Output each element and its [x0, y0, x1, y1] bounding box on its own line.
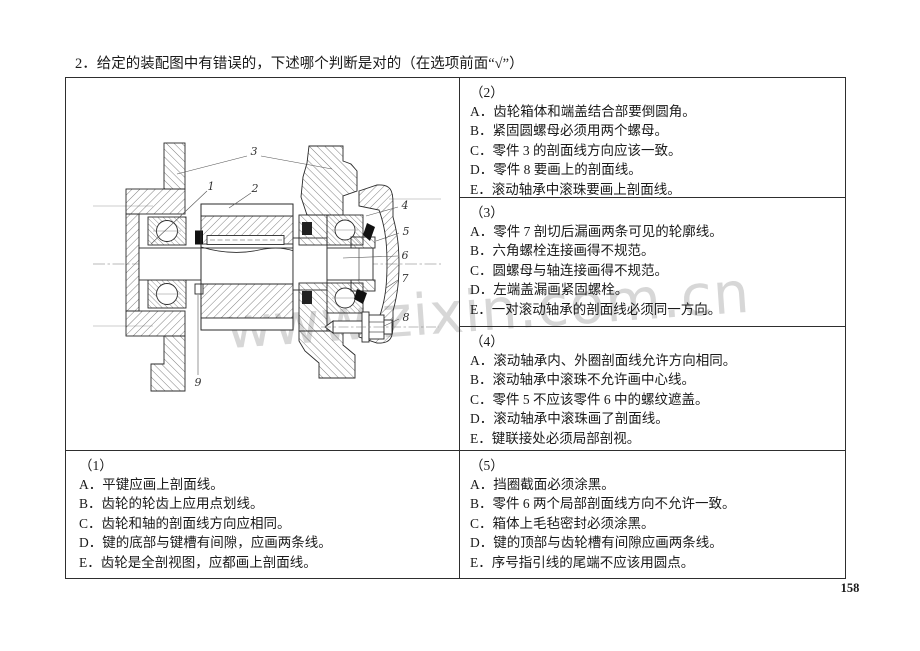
question-title: 2．给定的装配图中有错误的，下述哪个判断是对的（在选项前面“√”） [75, 56, 524, 72]
question-1-option-a: A．平键应画上剖面线。 [79, 477, 224, 492]
question-1-header: （1） [79, 458, 113, 473]
part-label-1: 1 [208, 180, 215, 193]
question-2-cell: （2） A．齿轮箱体和端盖结合部要倒圆角。 B．紧固圆螺母必须用两个螺母。 C．… [459, 78, 845, 197]
part-label-7: 7 [402, 272, 409, 285]
question-5-option-c: C．箱体上毛毡密封必须涂黑。 [470, 515, 655, 531]
question-3-option-d: D．左端盖漏画紧固螺栓。 [470, 282, 629, 298]
question-4-option-b: B．滚动轴承中滚珠不允许画中心线。 [470, 372, 696, 388]
question-5-option-b: B．零件 6 两个局部剖面线方向不允许一致。 [470, 496, 736, 512]
answers-table: 1 2 3 4 5 6 7 8 9 （2） A．齿轮箱体和端盖结合部要倒圆角。 … [65, 77, 846, 579]
question-5-option-e: E．序号指引线的尾端不应该用圆点。 [470, 554, 695, 570]
question-3-option-e: E．一对滚动轴承的剖面线必须同一方向。 [470, 301, 722, 317]
gear [194, 203, 295, 331]
left-housing-wall [150, 142, 186, 392]
question-4-option-c: C．零件 5 不应该零件 6 中的螺纹遮盖。 [470, 391, 709, 407]
question-4-option-d: D．滚动轴承中滚珠画了剖面线。 [470, 411, 669, 427]
leader-lines [150, 155, 400, 375]
question-4-header: （4） [470, 334, 504, 349]
part-label-5: 5 [403, 225, 410, 238]
bolt [321, 311, 439, 343]
question-2-option-c: C．零件 3 的剖面线方向应该一致。 [470, 142, 682, 158]
question-3-option-b: B．六角螺栓连接画得不规范。 [470, 243, 655, 259]
question-2-option-b: B．紧固圆螺母必须用两个螺母。 [470, 123, 669, 139]
question-3-option-c: C．圆螺母与轴连接画得不规范。 [470, 262, 669, 278]
part-label-9: 9 [195, 376, 202, 389]
question-5-option-d: D．键的顶部与齿轮槽有间隙应画两条线。 [470, 535, 723, 551]
question-3-cell: （3） A．零件 7 剖切后漏画两条可见的轮廓线。 B．六角螺栓连接画得不规范。… [459, 197, 845, 326]
question-5-option-a: A．挡圈截面必须涂黑。 [470, 477, 615, 492]
question-4-option-a: A．滚动轴承内、外圈剖面线允许方向相同。 [470, 353, 737, 368]
right-housing-wall [298, 145, 358, 379]
part-label-4: 4 [401, 199, 409, 212]
question-1-option-c: C．齿轮和轴的剖面线方向应相同。 [79, 515, 291, 531]
question-4-option-e: E．键联接处必须局部剖视。 [470, 430, 641, 446]
part-label-6: 6 [402, 249, 409, 262]
shaft-middle [292, 237, 328, 291]
question-1-option-d: D．键的底部与键槽有间隙，应画两条线。 [79, 535, 332, 551]
felt-seal-top [302, 222, 312, 235]
question-2-option-a: A．齿轮箱体和端盖结合部要倒圆角。 [470, 104, 696, 119]
question-2-header: （2） [470, 85, 504, 100]
question-3-option-a: A．零件 7 剖切后漏画两条可见的轮廓线。 [470, 224, 723, 239]
question-5-header: （5） [470, 458, 504, 473]
key-section [195, 230, 203, 245]
question-1-option-e: E．齿轮是全剖视图，应都画上剖面线。 [79, 554, 317, 570]
question-1-cell: （1） A．平键应画上剖面线。 B．齿轮的轮齿上应用点划线。 C．齿轮和轴的剖面… [66, 450, 459, 578]
assembly-drawing-cell: 1 2 3 4 5 6 7 8 9 [66, 78, 459, 450]
right-end-cap [358, 184, 400, 344]
lock-washer-tabs [354, 223, 375, 304]
question-3-header: （3） [470, 205, 504, 220]
question-5-cell: （5） A．挡圈截面必须涂黑。 B．零件 6 两个局部剖面线方向不允许一致。 C… [459, 450, 845, 578]
round-nut [350, 236, 376, 292]
part-label-3: 3 [251, 145, 258, 158]
shaft-left [138, 247, 202, 281]
left-ball-bearing [147, 216, 187, 309]
question-1-option-b: B．齿轮的轮齿上应用点划线。 [79, 496, 264, 512]
question-2-option-d: D．零件 8 要画上的剖面线。 [470, 162, 642, 178]
assembly-drawing: 1 2 3 4 5 6 7 8 9 [93, 142, 441, 392]
question-4-cell: （4） A．滚动轴承内、外圈剖面线允许方向相同。 B．滚动轴承中滚珠不允许画中心… [459, 326, 845, 450]
shaft-journal-right [326, 247, 374, 281]
part-label-8: 8 [403, 311, 410, 324]
felt-seal-bottom [302, 291, 312, 304]
question-2-option-e: E．滚动轴承中滚珠要画上剖面线。 [470, 181, 681, 197]
left-end-cap [125, 188, 186, 337]
part-label-2: 2 [251, 182, 259, 195]
page-number: 158 [840, 581, 860, 595]
